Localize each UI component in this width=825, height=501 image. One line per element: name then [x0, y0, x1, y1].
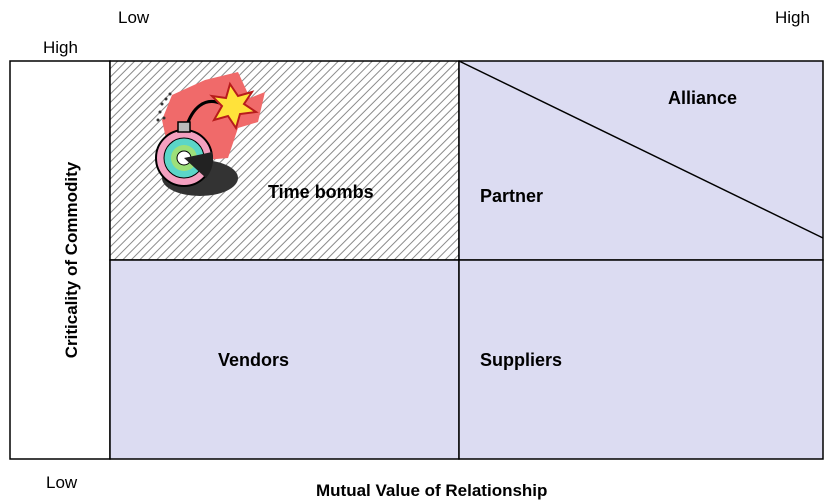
- bomb-icon: [155, 72, 265, 196]
- y-axis-high-label: High: [43, 38, 78, 57]
- y-axis-panel: [9, 60, 111, 460]
- quadrant-bottom-right: [458, 259, 824, 460]
- quadrant-label-suppliers: Suppliers: [480, 350, 563, 370]
- x-axis-title: Mutual Value of Relationship: [316, 481, 548, 500]
- x-axis-low-label-top: Low: [118, 8, 150, 27]
- x-axis-high-label-top: High: [775, 8, 810, 27]
- quadrant-label-alliance: Alliance: [668, 88, 738, 108]
- diagonal-divider: [458, 60, 824, 239]
- quadrant-bottom-left: [109, 259, 460, 460]
- y-axis-low-label: Low: [46, 473, 78, 492]
- quadrant-label-vendors: Vendors: [218, 350, 290, 370]
- quadrant-label-time-bombs: Time bombs: [268, 182, 374, 202]
- y-axis-title: Criticality of Commodity: [62, 161, 81, 359]
- quadrant-label-partner: Partner: [480, 186, 544, 206]
- quadrant-top-right: [458, 60, 824, 261]
